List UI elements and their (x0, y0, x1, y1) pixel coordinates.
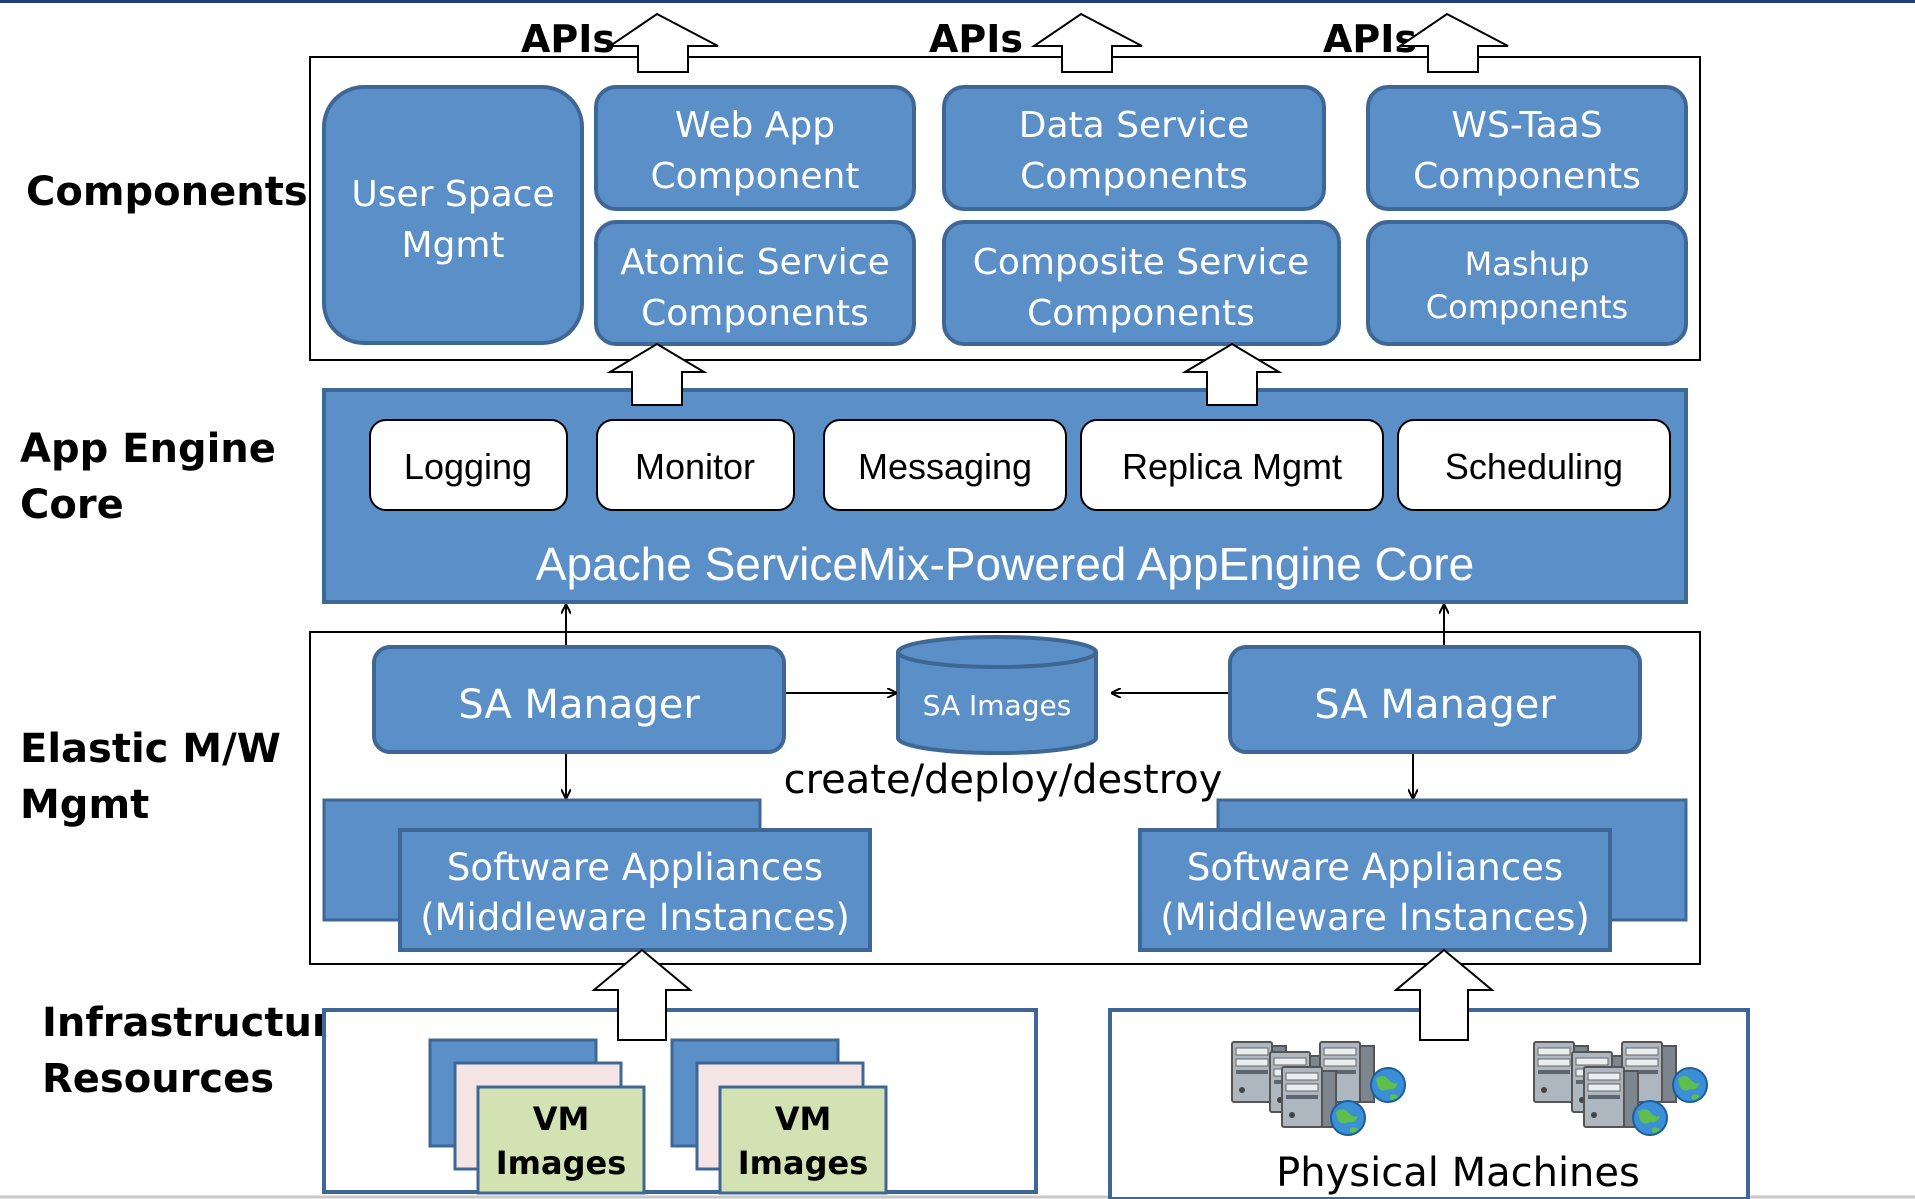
software-appliances-right: Software Appliances (Middleware Instance… (1138, 798, 1688, 952)
sa-images-store: SA Images (896, 635, 1098, 755)
user-space-line2: Mgmt (401, 225, 504, 266)
user-space-mgmt-box: User Space Mgmt (322, 85, 584, 345)
composite-service-line2: Components (1027, 293, 1255, 334)
web-app-line1: Web App (675, 105, 835, 146)
data-service-line1: Data Service (1019, 105, 1249, 146)
ws-taas-line1: WS-TaaS (1451, 105, 1602, 146)
sa-images-label: SA Images (923, 689, 1072, 722)
vm-images-1-line2: Images (496, 1144, 627, 1182)
layer-label-app-engine-line1: App Engine (20, 426, 276, 472)
physical-to-appliances-arrow (1393, 948, 1495, 1041)
data-service-components-box: Data Service Components (942, 85, 1326, 211)
mashup-line1: Mashup (1465, 245, 1590, 283)
module-monitor-label: Monitor (635, 446, 755, 487)
appliances-right-line1: Software Appliances (1187, 846, 1563, 889)
module-messaging: Messaging (823, 419, 1067, 511)
appliances-left-line1: Software Appliances (447, 846, 823, 889)
module-messaging-label: Messaging (858, 446, 1032, 487)
appliances-right-line2: (Middleware Instances) (1160, 896, 1590, 939)
core-to-components-arrow-right (1181, 342, 1283, 406)
layer-label-elastic-line1: Elastic M/W (20, 726, 281, 772)
composite-service-components-box: Composite Service Components (942, 220, 1341, 346)
sa-manager-left-label: SA Manager (458, 682, 700, 728)
vm-images-2-line1: VM (775, 1100, 832, 1138)
layer-label-infra-line2: Resources (42, 1056, 274, 1102)
api-arrow-2 (1030, 12, 1143, 73)
physical-machines-label: Physical Machines (1276, 1150, 1640, 1196)
core-title: Apache ServiceMix-Powered AppEngine Core (536, 538, 1474, 590)
atomic-service-line1: Atomic Service (620, 242, 890, 283)
module-logging-label: Logging (404, 446, 532, 487)
sa-manager-right: SA Manager (1228, 645, 1642, 754)
layer-label-infra-line1: Infrastructure (42, 1000, 359, 1046)
vm-images-stack-1: VM Images (428, 1038, 646, 1195)
vm-images-1-line1: VM (533, 1100, 590, 1138)
vm-images-2-line2: Images (738, 1144, 869, 1182)
layer-label-app-engine-line2: Core (20, 482, 124, 528)
vm-to-appliances-arrow (591, 948, 693, 1041)
data-service-line2: Components (1020, 156, 1248, 197)
ws-taas-line2: Components (1413, 156, 1641, 197)
module-replica-mgmt-label: Replica Mgmt (1122, 446, 1342, 487)
atomic-service-components-box: Atomic Service Components (594, 220, 916, 346)
core-to-components-arrow-left (606, 342, 708, 406)
appliances-left-line2: (Middleware Instances) (420, 896, 850, 939)
sa-manager-right-label: SA Manager (1314, 682, 1556, 728)
module-logging: Logging (369, 419, 568, 511)
api-label-1: APIs (521, 17, 615, 61)
vm-images-stack-2: VM Images (670, 1038, 888, 1195)
web-app-line2: Component (650, 156, 859, 197)
api-arrow-1 (606, 12, 719, 73)
mashup-line2: Components (1426, 288, 1628, 326)
atomic-service-line2: Components (641, 293, 869, 334)
mashup-components-box: Mashup Components (1366, 220, 1688, 346)
api-label-3: APIs (1323, 17, 1417, 61)
module-monitor: Monitor (596, 419, 795, 511)
lifecycle-label: create/deploy/destroy (784, 757, 1223, 803)
layer-label-components: Components (26, 169, 308, 215)
module-scheduling-label: Scheduling (1445, 446, 1623, 487)
user-space-line1: User Space (351, 174, 554, 215)
module-scheduling: Scheduling (1397, 419, 1671, 511)
layer-label-elastic-line2: Mgmt (20, 782, 149, 828)
sa-manager-left: SA Manager (372, 645, 786, 754)
api-label-2: APIs (929, 17, 1023, 61)
composite-service-line1: Composite Service (973, 242, 1310, 283)
ws-taas-components-box: WS-TaaS Components (1366, 85, 1688, 211)
software-appliances-left: Software Appliances (Middleware Instance… (322, 798, 872, 952)
module-replica-mgmt: Replica Mgmt (1080, 419, 1384, 511)
api-arrow-3 (1396, 12, 1509, 73)
web-app-component-box: Web App Component (594, 85, 916, 211)
